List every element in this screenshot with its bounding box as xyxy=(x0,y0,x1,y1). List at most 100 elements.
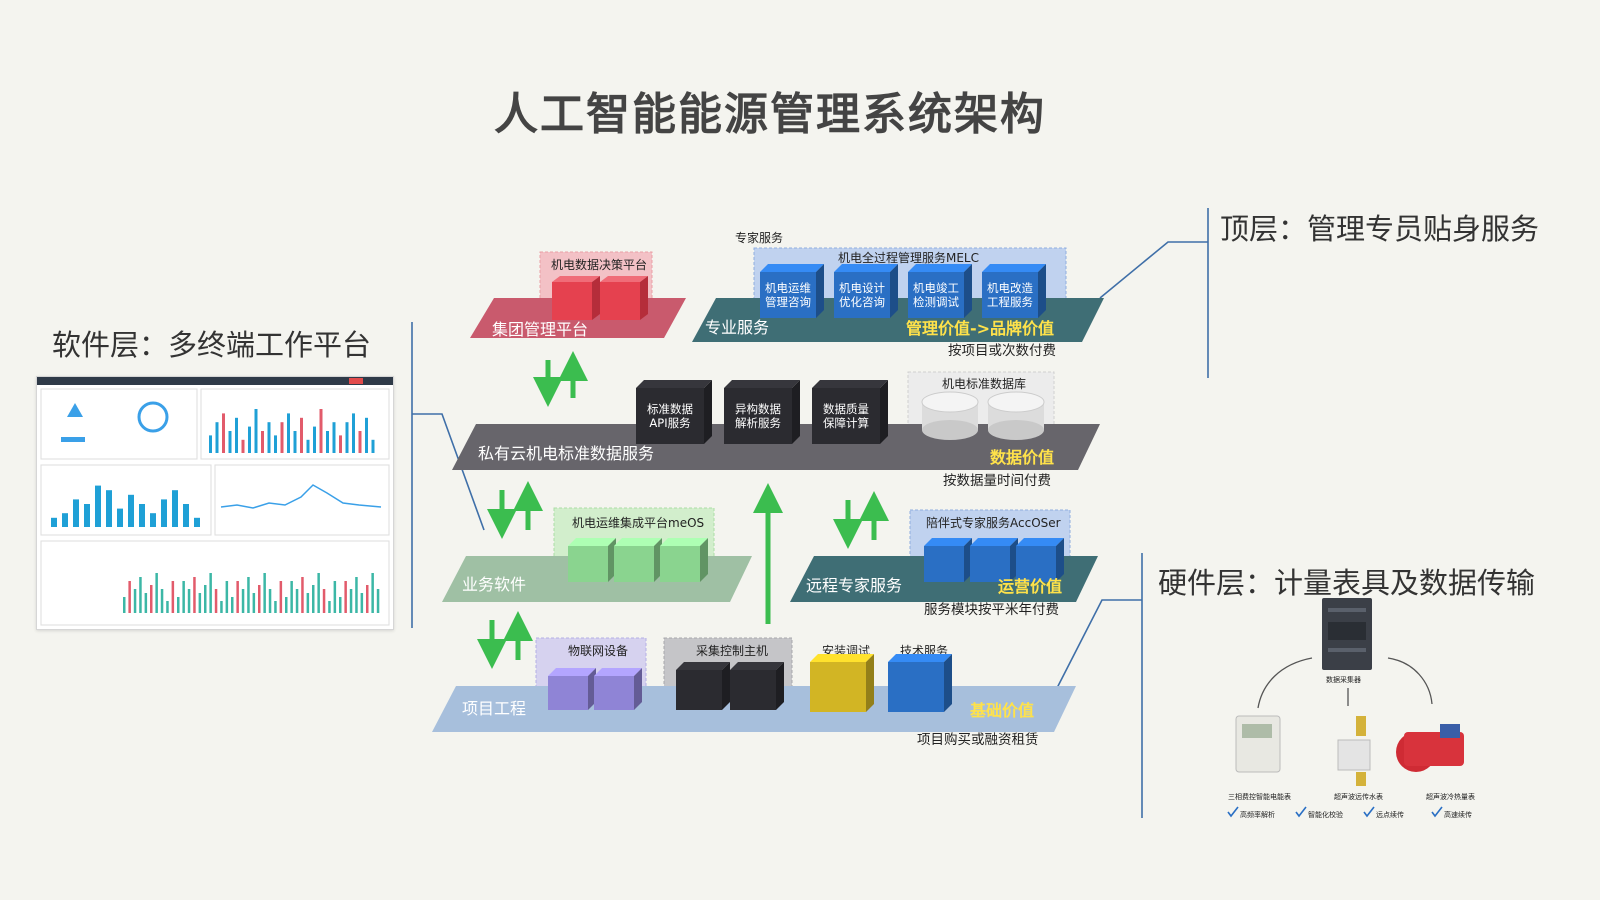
dashboard-bar xyxy=(313,426,316,453)
feature-label: 智能化校验 xyxy=(1308,810,1343,819)
group-platform-box-title: 机电数据决策平台 xyxy=(551,257,647,272)
dashboard-bar xyxy=(150,585,153,613)
dashboard-bar xyxy=(150,513,156,527)
dashboard-bar xyxy=(215,422,219,453)
dashboard-bar xyxy=(349,589,353,613)
dashboard-bar xyxy=(144,593,148,613)
meos-box-title: 机电运维集成平台meOS xyxy=(572,515,704,530)
dashboard-bar xyxy=(209,573,212,613)
data-collector-device xyxy=(1322,598,1372,670)
dashboard-bar xyxy=(241,589,245,613)
dashboard-bar xyxy=(231,597,234,613)
project-label: 项目工程 xyxy=(462,699,526,718)
dashboard-bar xyxy=(128,581,131,613)
dashboard-bar xyxy=(345,422,349,453)
dashboard-bar xyxy=(306,593,310,613)
page-title: 人工智能能源管理系统架构 xyxy=(494,89,1046,140)
remote-value: 运营价值 xyxy=(998,577,1062,596)
professional-service-cube-label: 检测调试 xyxy=(913,295,959,309)
dashboard-bar xyxy=(95,485,101,527)
feature-item: 高频率解析 xyxy=(1227,806,1275,819)
dashboard-bar xyxy=(263,573,266,613)
collector-links xyxy=(1257,657,1433,709)
remote-label: 远程专家服务 xyxy=(806,576,902,595)
water-meter xyxy=(1337,716,1371,786)
dashboard-bar xyxy=(274,435,277,453)
dashboard-bar xyxy=(268,589,272,613)
device-label-electric: 三相费控智能电能表 xyxy=(1228,792,1291,801)
dashboard-bar xyxy=(172,490,178,527)
warning-icon xyxy=(67,403,83,417)
dashboard-graphics xyxy=(37,377,393,626)
dashboard-bar xyxy=(220,601,223,613)
tech-service-cube xyxy=(888,654,952,712)
dashboard-bar xyxy=(183,504,189,527)
dashboard-bar xyxy=(312,585,315,613)
meos-cube xyxy=(660,538,708,582)
melc-box-title: 机电全过程管理服务MELC xyxy=(838,250,979,265)
cloud-service-cube-label: 数据质量 xyxy=(823,402,869,416)
dashboard-bar xyxy=(290,581,293,613)
device-label-water: 超声波远传水表 xyxy=(1334,792,1383,801)
professional-service-cube-label: 机电设计 xyxy=(839,281,885,295)
dashboard-bar xyxy=(193,577,196,613)
dashboard-bar xyxy=(225,581,229,613)
check-icon xyxy=(1363,806,1375,818)
dashboard-bar xyxy=(339,435,342,453)
dashboard-bar xyxy=(160,589,164,613)
professional-pricing: 按项目或次数付费 xyxy=(948,343,1056,359)
gauge-icon xyxy=(137,401,169,433)
dashboard-bar xyxy=(235,417,238,453)
dashboard-bar xyxy=(128,494,134,527)
dashboard-bar xyxy=(133,589,137,613)
controller-cube xyxy=(676,662,730,710)
cloud-pricing: 按数据量时间付费 xyxy=(943,473,1051,489)
professional-service-cube-label: 工程服务 xyxy=(987,295,1033,309)
check-icon xyxy=(1295,806,1307,818)
dashboard-bar xyxy=(371,439,375,453)
dashboard-bar xyxy=(333,581,337,613)
dashboard-bar xyxy=(73,499,79,527)
remote-pricing: 服务模块按平米年付费 xyxy=(924,602,1059,618)
dashboard-bar xyxy=(287,413,290,453)
red-cube xyxy=(600,276,648,320)
iot-device-cube xyxy=(548,668,596,710)
feature-item: 高速续传 xyxy=(1431,806,1472,819)
dashboard-bar xyxy=(254,409,258,453)
meos-cube xyxy=(568,538,616,582)
dashboard-bar xyxy=(301,577,304,613)
cloud-label: 私有云机电标准数据服务 xyxy=(478,444,654,463)
collector-label: 数据采集器 xyxy=(1326,675,1361,684)
cloud-service-cube-label: 异构数据 xyxy=(735,402,781,416)
dashboard-bar xyxy=(366,585,369,613)
top-layer-heading: 顶层：管理专员贴身服务 xyxy=(1220,212,1540,246)
accoser-cube xyxy=(924,538,972,582)
iot-device-cube xyxy=(594,668,642,710)
controller-cube xyxy=(730,662,784,710)
project-pricing: 项目购买或融资租赁 xyxy=(917,732,1039,748)
dashboard-bar xyxy=(328,601,331,613)
cloud-service-cube-label: 标准数据 xyxy=(647,402,693,416)
professional-service-cube-label: 优化咨询 xyxy=(839,295,885,309)
professional-service-cube-label: 机电改造 xyxy=(987,281,1033,295)
dashboard-bar xyxy=(358,431,362,453)
cloud-service-cube-label: API服务 xyxy=(649,416,691,430)
dashboard-bar xyxy=(274,601,277,613)
dashboard-bar xyxy=(285,597,288,613)
accoser-cube xyxy=(1016,538,1064,582)
dashboard-bar xyxy=(194,517,200,527)
dashboard-bar xyxy=(236,581,239,613)
dashboard-bar xyxy=(280,422,284,453)
dashboard-bar xyxy=(352,413,355,453)
dashboard-bar xyxy=(228,431,232,453)
dashboard-bar xyxy=(248,426,251,453)
cloud-service-cube-label: 解析服务 xyxy=(735,416,781,430)
cloud-value: 数据价值 xyxy=(990,448,1054,467)
dashboard-bar xyxy=(258,585,261,613)
dashboard-bar xyxy=(319,409,323,453)
dashboard-bar xyxy=(209,435,212,453)
